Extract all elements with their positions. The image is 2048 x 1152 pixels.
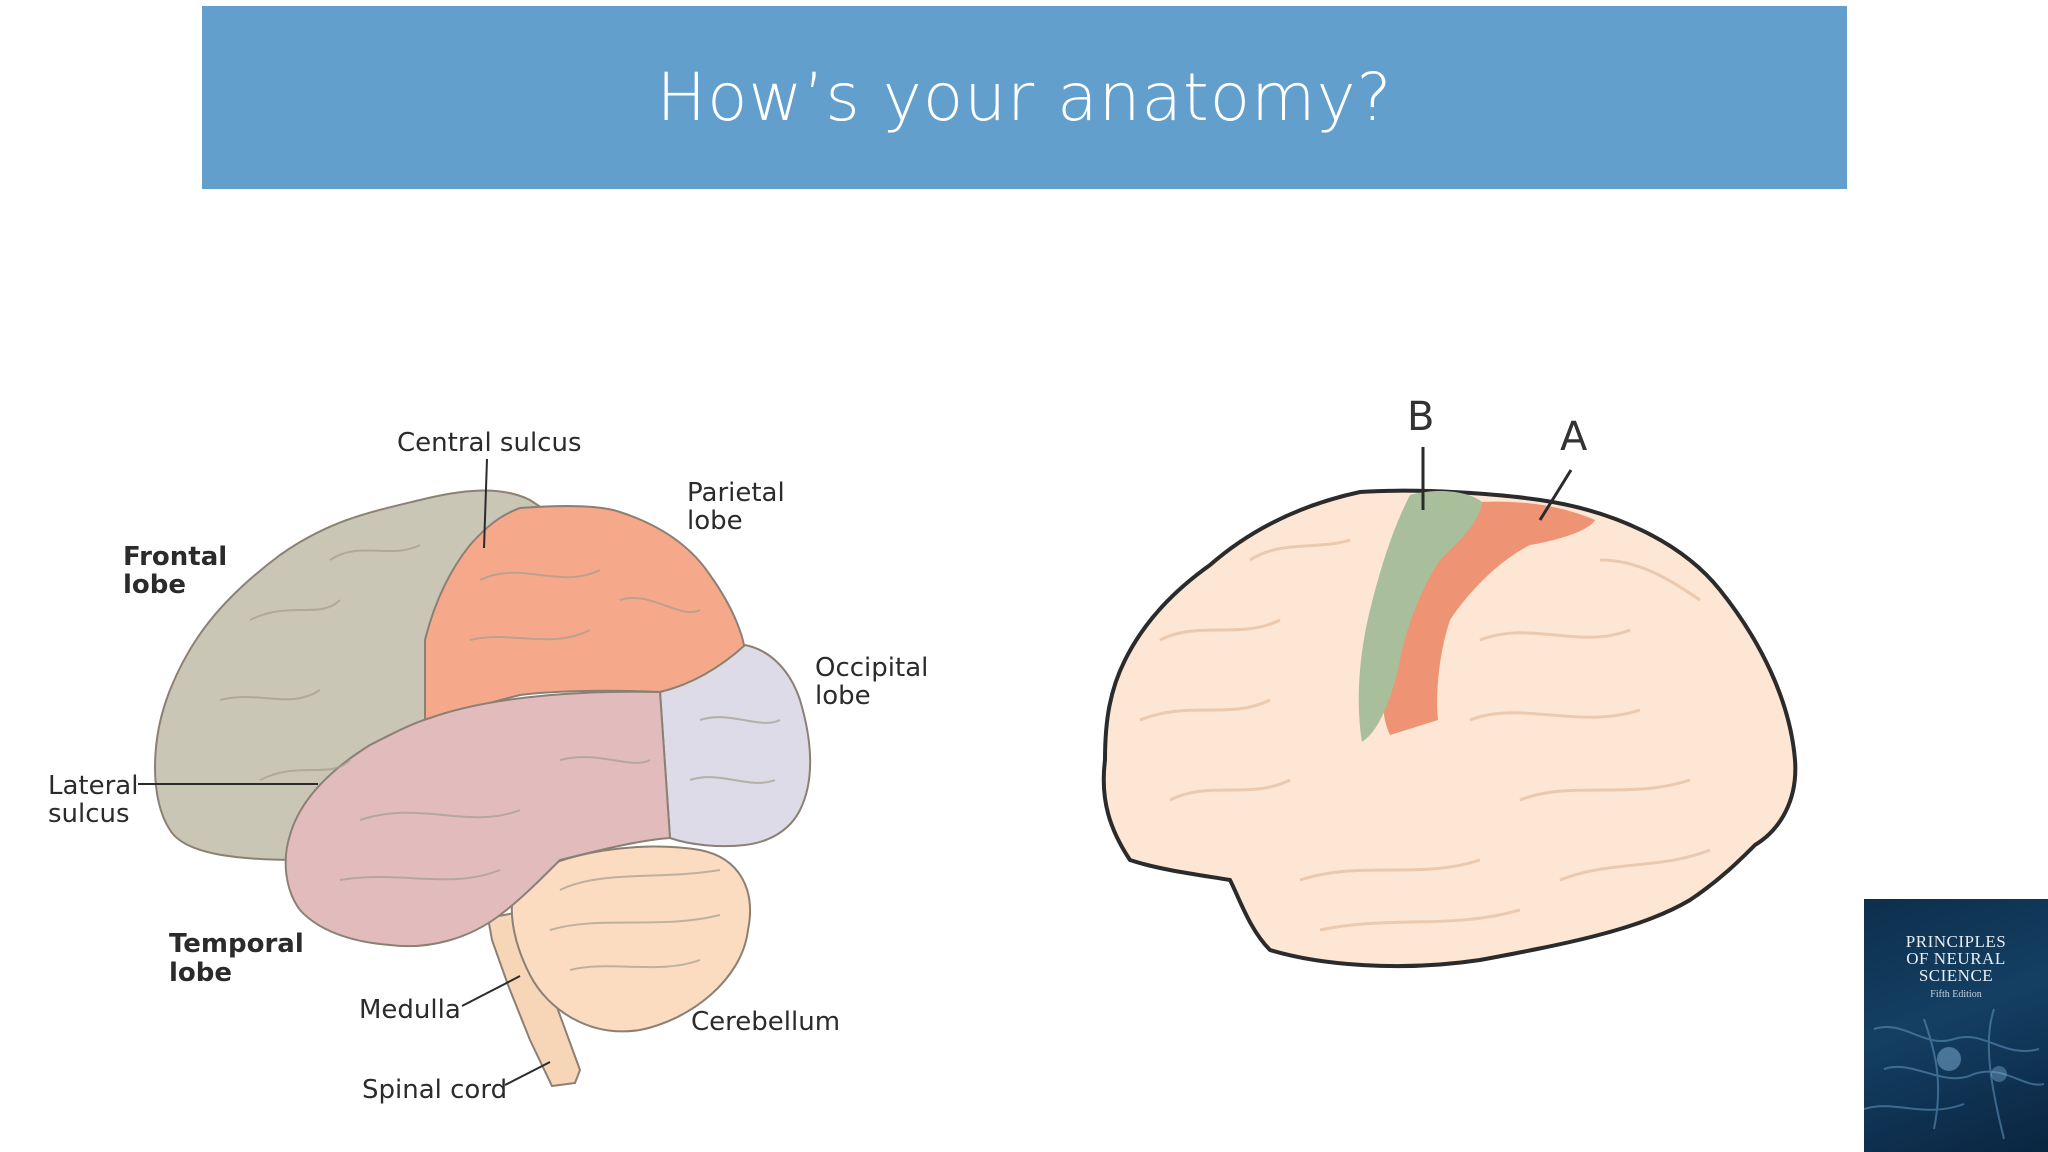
label-occipital-lobe-line2: lobe — [815, 681, 871, 711]
label-parietal-lobe-line1: Parietal — [687, 478, 785, 508]
textbook-cover-image: PRINCIPLES OF NEURAL SCIENCE Fifth Editi… — [1864, 899, 2048, 1152]
label-lateral-sulcus-line1: Lateral — [48, 771, 138, 801]
label-occipital-lobe-line1: Occipital — [815, 653, 928, 683]
book-title: PRINCIPLES OF NEURAL SCIENCE — [1905, 932, 2007, 985]
slide-title: How’s your anatomy? — [656, 59, 1393, 136]
right-cortex-shape — [1101, 488, 1798, 969]
label-temporal-lobe-line1: Temporal — [169, 929, 304, 959]
occipital-lobe-shape — [658, 643, 812, 848]
right-leader-lines — [1421, 447, 1573, 521]
area-b-shape — [1358, 491, 1482, 742]
label-frontal-lobe-line1: Frontal — [123, 542, 227, 572]
label-lateral-sulcus-line2: sulcus — [48, 799, 130, 829]
neuron-artwork — [1864, 1008, 2045, 1140]
label-temporal-lobe-line2: lobe — [169, 958, 232, 988]
label-spinal-cord: Spinal cord — [362, 1075, 507, 1105]
left-brain-illustration — [154, 489, 812, 1088]
temporal-lobe-shape — [284, 690, 672, 948]
right-brain-illustration — [1101, 488, 1798, 969]
label-a: A — [1560, 414, 1588, 460]
label-central-sulcus: Central sulcus — [397, 428, 582, 458]
label-parietal-lobe-line2: lobe — [687, 506, 743, 536]
label-medulla: Medulla — [359, 995, 461, 1025]
label-frontal-lobe-line2: lobe — [123, 570, 186, 600]
label-cerebellum: Cerebellum — [691, 1007, 840, 1037]
title-banner: How’s your anatomy? — [202, 6, 1847, 189]
left-leader-lines — [138, 458, 551, 1086]
label-b: B — [1407, 394, 1434, 440]
book-edition: Fifth Edition — [1930, 989, 1982, 1000]
cerebellum-shape — [510, 845, 751, 1033]
